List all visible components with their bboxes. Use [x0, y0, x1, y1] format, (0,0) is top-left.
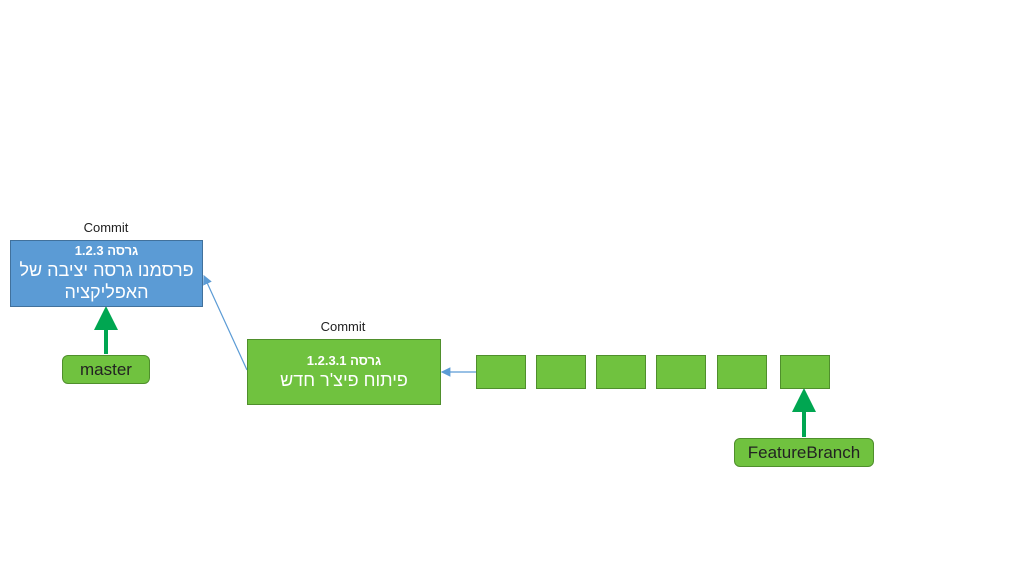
commit-2-label: Commit	[320, 319, 366, 334]
feature-commit-5[interactable]	[717, 355, 767, 389]
commit-2-description: פיתוח פיצ'ר חדש	[280, 369, 408, 390]
commit-2-box[interactable]: גרסה 1.2.3.1 פיתוח פיצ'ר חדש	[247, 339, 441, 405]
commit-1-description-line-1: פרסמנו גרסה יציבה של	[19, 259, 194, 280]
commit-2-version: גרסה 1.2.3.1	[306, 352, 382, 368]
feature-commit-2[interactable]	[536, 355, 586, 389]
feature-commit-4[interactable]	[656, 355, 706, 389]
master-branch-label[interactable]: master	[62, 355, 150, 384]
feature-commit-6[interactable]	[780, 355, 830, 389]
commit-1-label: Commit	[83, 220, 129, 235]
feature-commit-3[interactable]	[596, 355, 646, 389]
parent-connector-line	[203, 274, 248, 371]
feature-branch-label[interactable]: FeatureBranch	[734, 438, 874, 467]
commit-1-box[interactable]: גרסה 1.2.3 פרסמנו גרסה יציבה של האפליקצי…	[10, 240, 203, 307]
feature-commit-1[interactable]	[476, 355, 526, 389]
commit-1-version: גרסה 1.2.3	[74, 243, 139, 259]
commit-1-description-line-2: האפליקציה	[64, 282, 149, 303]
